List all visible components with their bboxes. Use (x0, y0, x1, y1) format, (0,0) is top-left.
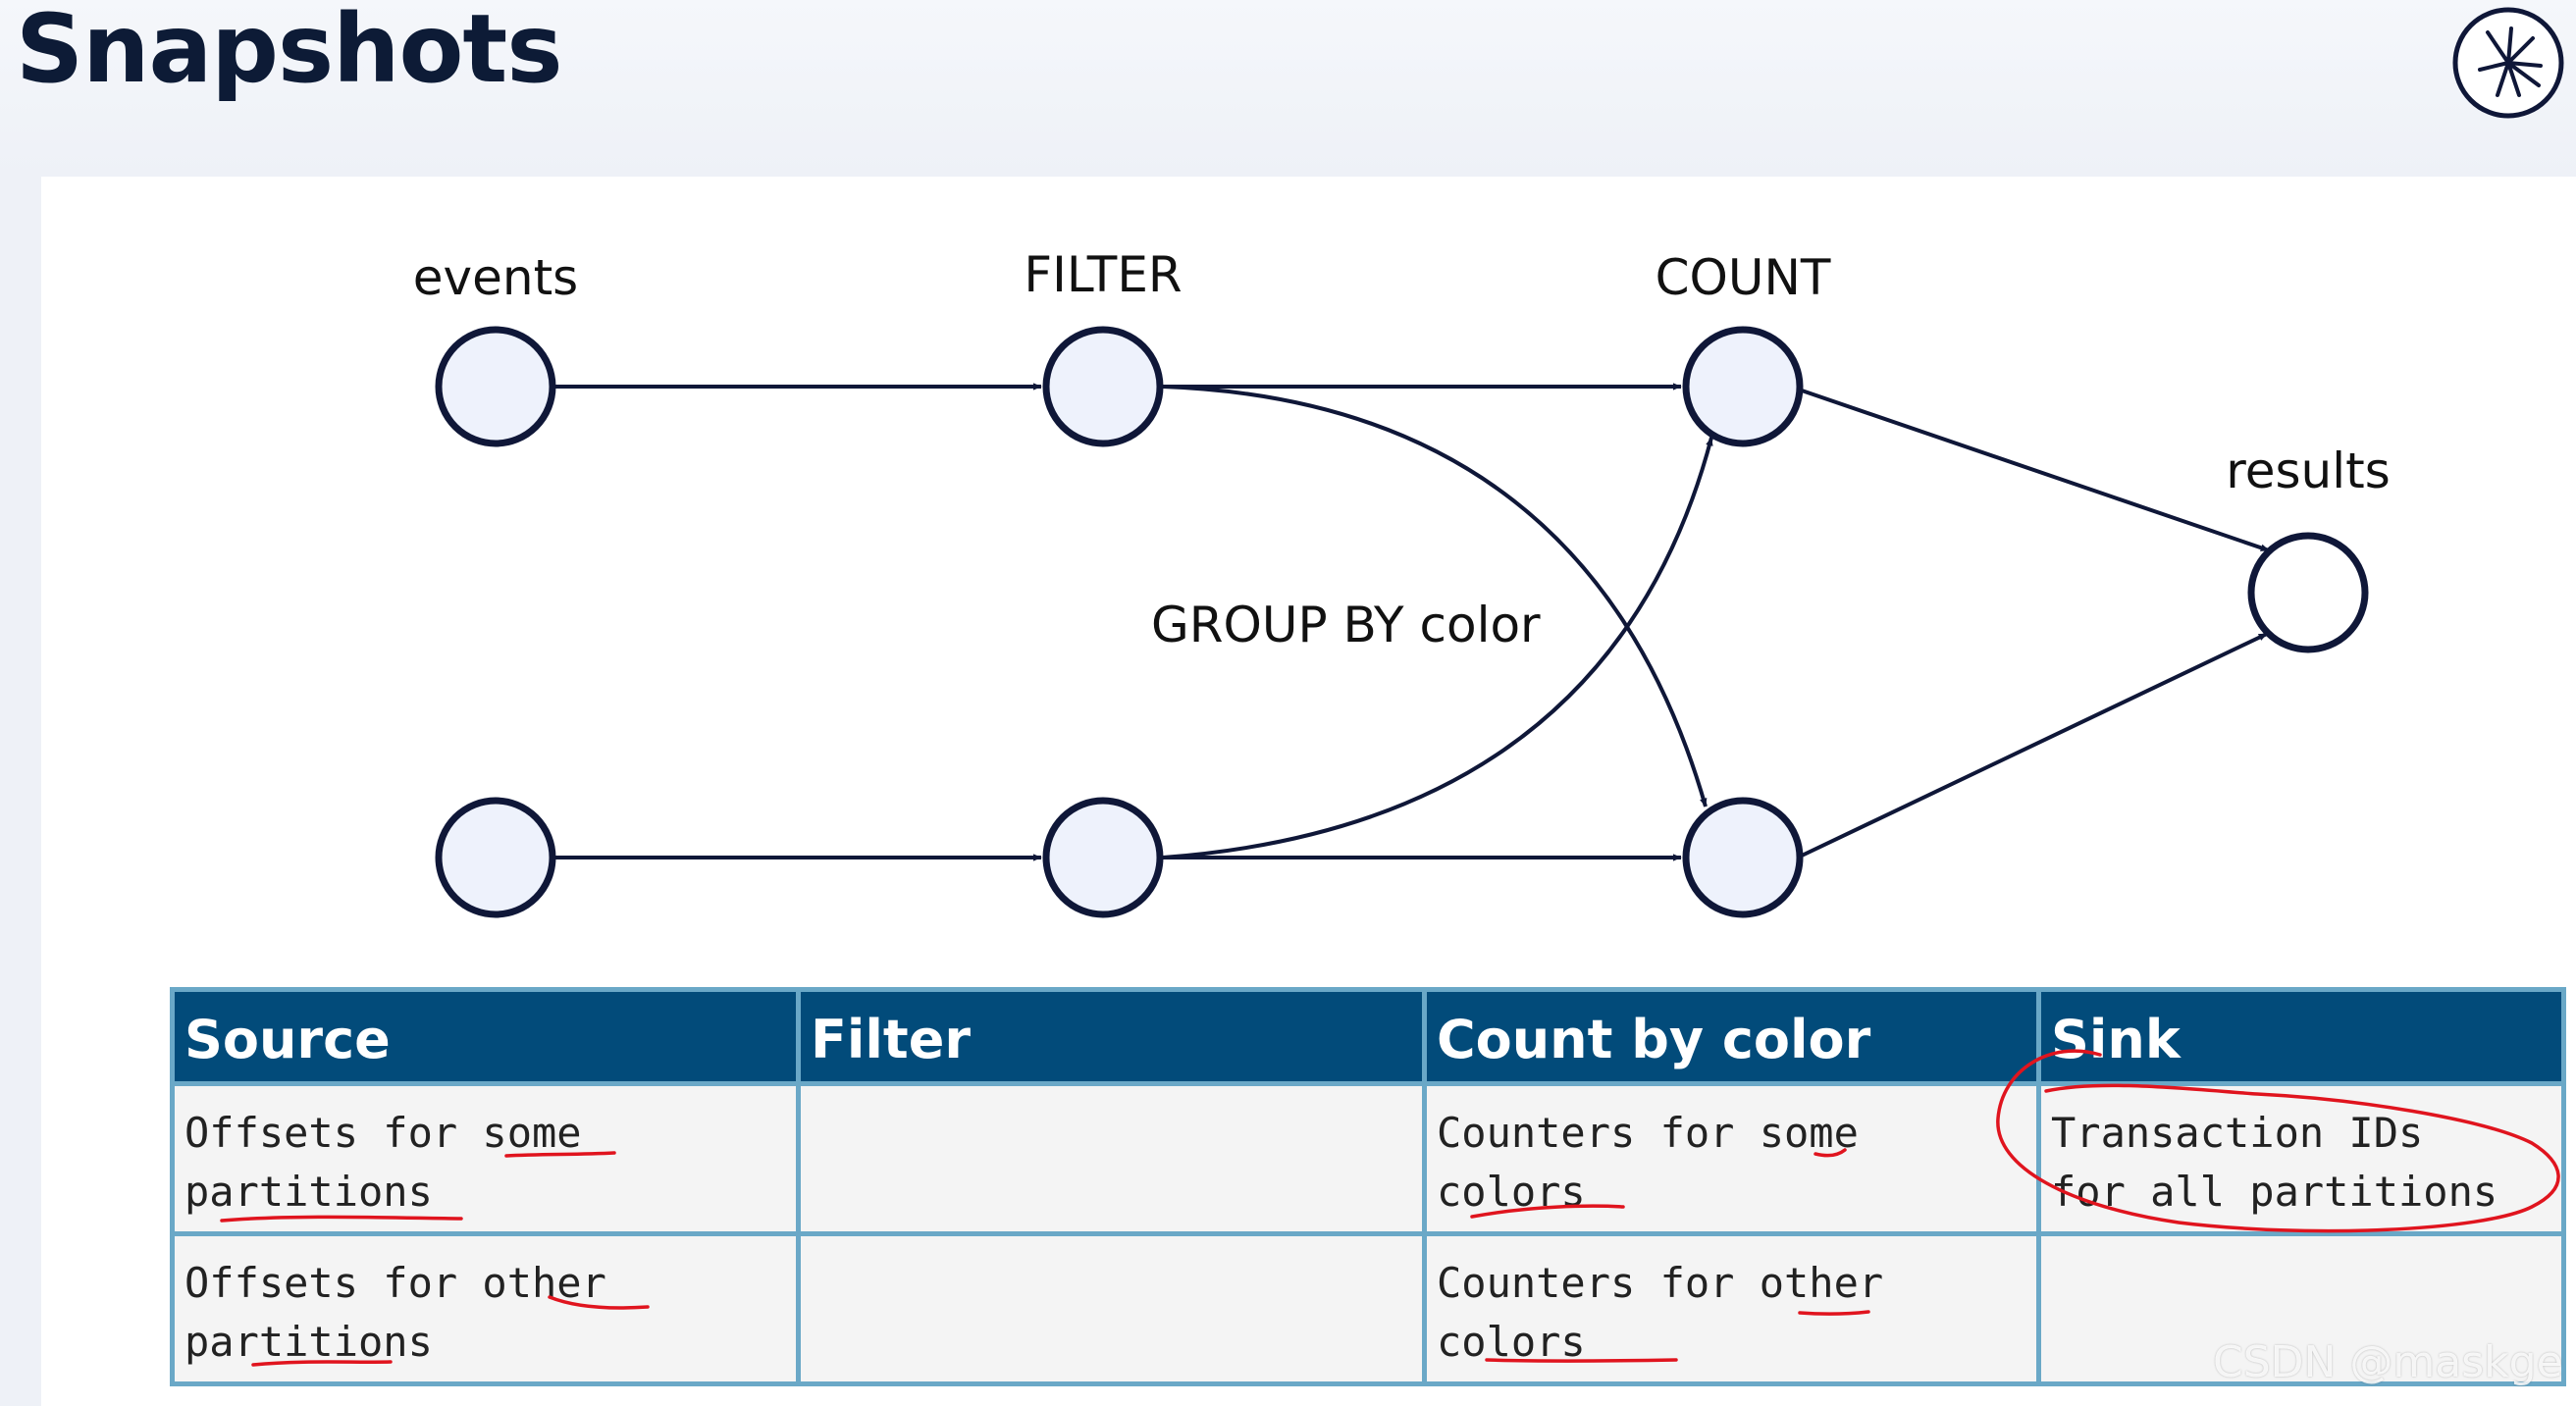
node-filter-top (1042, 326, 1164, 447)
slide-title: Snapshots (16, 0, 562, 104)
slide-header: Snapshots (0, 0, 2576, 177)
node-events-top (435, 326, 556, 447)
table-cell: Counters for some colors (1422, 1081, 2041, 1236)
table-cell: Offsets for some partitions (170, 1081, 801, 1236)
edge-filter-bottom-to-count-top (1162, 437, 1713, 859)
node-count-bottom (1682, 797, 1804, 918)
node-filter-bottom (1042, 797, 1164, 918)
flink-logo-icon (2452, 7, 2564, 119)
edge-filter-top-to-count-bottom (1162, 385, 1708, 807)
table-row: Offsets for other partitions Counters fo… (170, 1231, 2566, 1386)
node-label-filter: FILTER (1024, 246, 1182, 303)
edge-count-bottom-to-results (1801, 632, 2268, 858)
table-row: Offsets for some partitions Counters for… (170, 1081, 2566, 1236)
table-cell (796, 1081, 1427, 1236)
table-header-row: Source Filter Count by color Sink (170, 987, 2566, 1086)
column-header-count-by-color: Count by color (1422, 987, 2041, 1086)
column-header-sink: Sink (2036, 987, 2566, 1086)
table-cell (796, 1231, 1427, 1386)
node-events-bottom (435, 797, 556, 918)
edge-label-group-by: GROUP BY color (1151, 597, 1541, 653)
edge-count-top-to-results (1801, 389, 2270, 552)
table-cell (2036, 1231, 2566, 1386)
watermark: CSDN @maskge (2213, 1337, 2563, 1387)
node-count-top (1682, 326, 1804, 447)
column-header-source: Source (170, 987, 801, 1086)
table-cell: Offsets for other partitions (170, 1231, 801, 1386)
node-results (2247, 532, 2369, 653)
column-header-filter: Filter (796, 987, 1427, 1086)
table-cell: Transaction IDs for all partitions (2036, 1081, 2566, 1236)
dataflow-diagram: events FILTER COUNT results GROUP BY col… (413, 246, 2391, 918)
node-label-count: COUNT (1656, 249, 1831, 306)
node-label-results: results (2226, 443, 2391, 499)
node-label-events: events (413, 249, 578, 306)
table-cell: Counters for other colors (1422, 1231, 2041, 1386)
snapshot-state-table: Source Filter Count by color Sink Offset… (170, 987, 2566, 1386)
